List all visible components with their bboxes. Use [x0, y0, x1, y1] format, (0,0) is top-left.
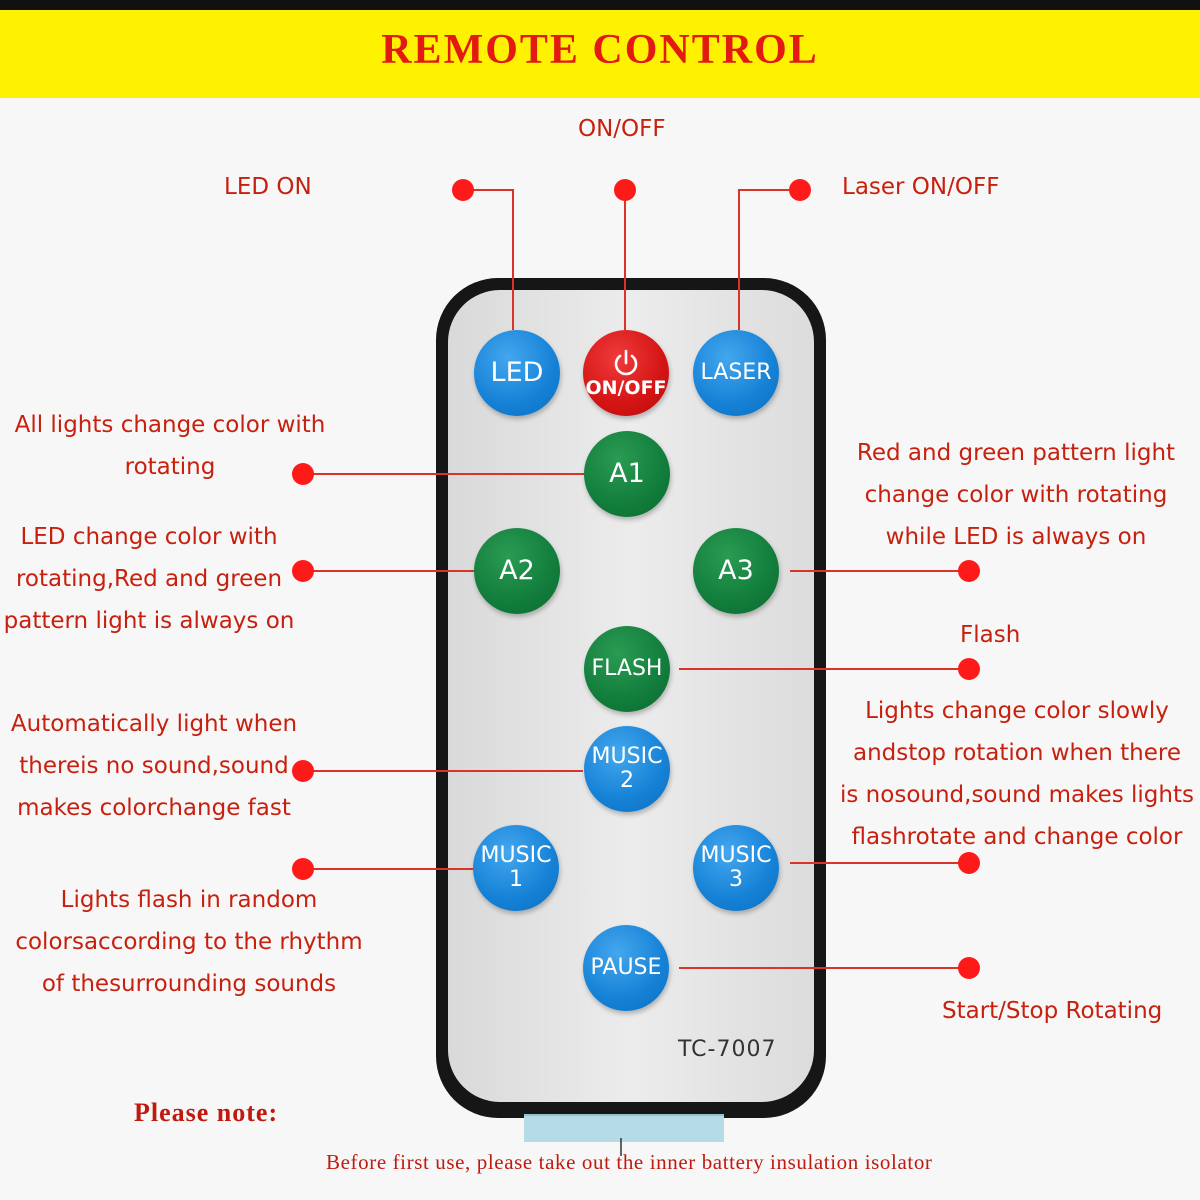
callout-dot-a3 [958, 560, 980, 582]
title-banner [0, 10, 1200, 98]
page-title: REMOTE CONTROL [381, 27, 819, 73]
label-music-2-line: thereis no sound,sound [19, 753, 289, 779]
label-a3-line: change color with rotating [864, 482, 1168, 508]
callout-dot-flash [958, 658, 980, 680]
laser-button[interactable]: LASER [693, 330, 779, 416]
label-music-1-line: of thesurrounding sounds [41, 971, 337, 997]
label-music-1: Lights flash in random colorsaccording t… [0, 879, 378, 1005]
music-3-button-label-1: MUSIC [700, 843, 772, 868]
power-icon [614, 349, 638, 376]
label-a1-line: rotating [124, 454, 216, 480]
model-number: TC-7007 [678, 1037, 777, 1062]
a3-button[interactable]: A3 [693, 528, 779, 614]
music-3-button[interactable]: MUSIC 3 [693, 825, 779, 911]
callout-dot-a1 [292, 463, 314, 485]
callout-dot-music3 [958, 852, 980, 874]
music-2-button-label-2: 2 [620, 768, 634, 793]
label-music-2-line: Automatically light when [10, 711, 298, 737]
label-music-3-line: flashrotate and change color [851, 824, 1183, 850]
laser-button-label: LASER [700, 360, 772, 385]
music-1-button-label-1: MUSIC [480, 843, 552, 868]
label-music-3-line: is nosound,sound makes lights [840, 782, 1194, 808]
music-2-button-label-1: MUSIC [591, 744, 663, 769]
power-button[interactable]: ON/OFF [583, 330, 669, 416]
note-text: Before first use, please take out the in… [326, 1150, 933, 1174]
callout-dot-music1 [292, 858, 314, 880]
label-pause: Start/Stop Rotating [942, 998, 1163, 1024]
callout-dot-music2 [292, 760, 314, 782]
label-a2: LED change color with rotating,Red and g… [0, 516, 298, 642]
label-music-3-line: Lights change color slowly [865, 698, 1169, 724]
label-laser-on-off: Laser ON/OFF [842, 174, 1000, 200]
a3-button-label: A3 [718, 555, 754, 586]
label-music-2: Automatically light when thereis no soun… [0, 703, 308, 829]
music-2-button[interactable]: MUSIC 2 [584, 726, 670, 812]
label-on-off: ON/OFF [578, 116, 666, 142]
a1-button[interactable]: A1 [584, 431, 670, 517]
label-a1-line: All lights change color with [14, 412, 326, 438]
a1-button-label: A1 [609, 458, 645, 489]
label-a2-line: LED change color with [20, 524, 278, 550]
label-a1: All lights change color with rotating [0, 404, 340, 488]
music-3-button-label-2: 3 [729, 867, 743, 892]
battery-isolator-tab [524, 1114, 724, 1142]
music-1-button[interactable]: MUSIC 1 [473, 825, 559, 911]
label-a3-line: while LED is always on [885, 524, 1147, 550]
note-title: Please note: [134, 1098, 279, 1127]
led-button-label: LED [490, 357, 544, 388]
label-music-2-line: makes colorchange fast [17, 795, 291, 821]
top-border [0, 0, 1200, 10]
label-music-1-line: colorsaccording to the rhythm [15, 929, 363, 955]
leader-line-laser [738, 189, 800, 330]
pause-button-label: PAUSE [590, 955, 662, 980]
callout-dot-pause [958, 957, 980, 979]
led-button[interactable]: LED [474, 330, 560, 416]
power-button-label: ON/OFF [585, 377, 667, 399]
label-music-3: Lights change color slowly andstop rotat… [836, 690, 1198, 858]
label-a2-line: rotating,Red and green [15, 566, 283, 592]
label-music-1-line: Lights flash in random [60, 887, 318, 913]
callout-dot-led [452, 179, 474, 201]
label-a3-line: Red and green pattern light [856, 440, 1176, 466]
callout-dot-on-off [614, 179, 636, 201]
label-a3: Red and green pattern light change color… [838, 432, 1194, 558]
callout-dot-a2 [292, 560, 314, 582]
leader-line-led [463, 189, 514, 330]
label-led-on: LED ON [224, 174, 312, 200]
a2-button-label: A2 [499, 555, 535, 586]
flash-button[interactable]: FLASH [584, 626, 670, 712]
label-flash: Flash [960, 622, 1021, 648]
music-1-button-label-2: 1 [509, 867, 523, 892]
a2-button[interactable]: A2 [474, 528, 560, 614]
flash-button-label: FLASH [591, 656, 663, 681]
callout-dot-laser [789, 179, 811, 201]
label-a2-line: pattern light is always on [3, 608, 295, 634]
label-music-3-line: andstop rotation when there [852, 740, 1182, 766]
pause-button[interactable]: PAUSE [583, 925, 669, 1011]
